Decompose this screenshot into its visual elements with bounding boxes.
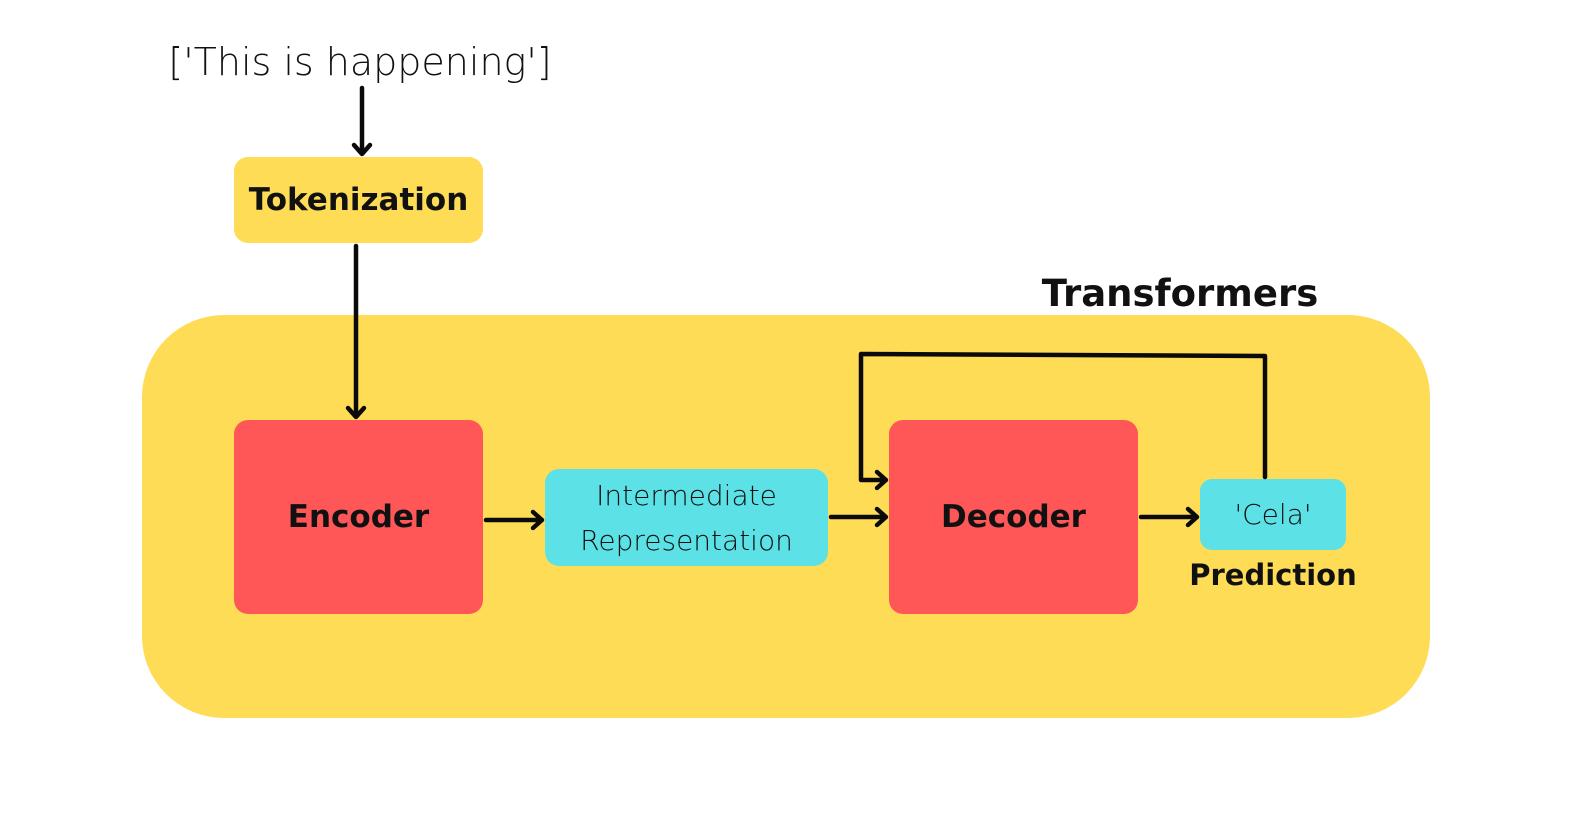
transformers-label: Transformers — [1041, 271, 1319, 315]
prediction-label: Prediction — [1189, 558, 1357, 592]
intermediate-line-2: Representation — [580, 523, 793, 557]
tokenization-box: Tokenization — [234, 157, 483, 243]
decoder-box: Decoder — [889, 420, 1138, 614]
encoder-box: Encoder — [234, 420, 483, 614]
tokenization-label: Tokenization — [248, 182, 469, 218]
prediction-output-box: 'Cela' — [1200, 479, 1346, 550]
decoder-label: Decoder — [941, 499, 1086, 535]
intermediate-line-1: Intermediate — [596, 478, 777, 512]
intermediate-representation-box: Intermediate Representation — [545, 469, 828, 566]
prediction-value: 'Cela' — [1234, 498, 1312, 531]
arrow-input-to-tokenization — [351, 85, 373, 157]
input-sentence: ['This is happening'] — [168, 40, 552, 84]
encoder-label: Encoder — [287, 499, 430, 535]
